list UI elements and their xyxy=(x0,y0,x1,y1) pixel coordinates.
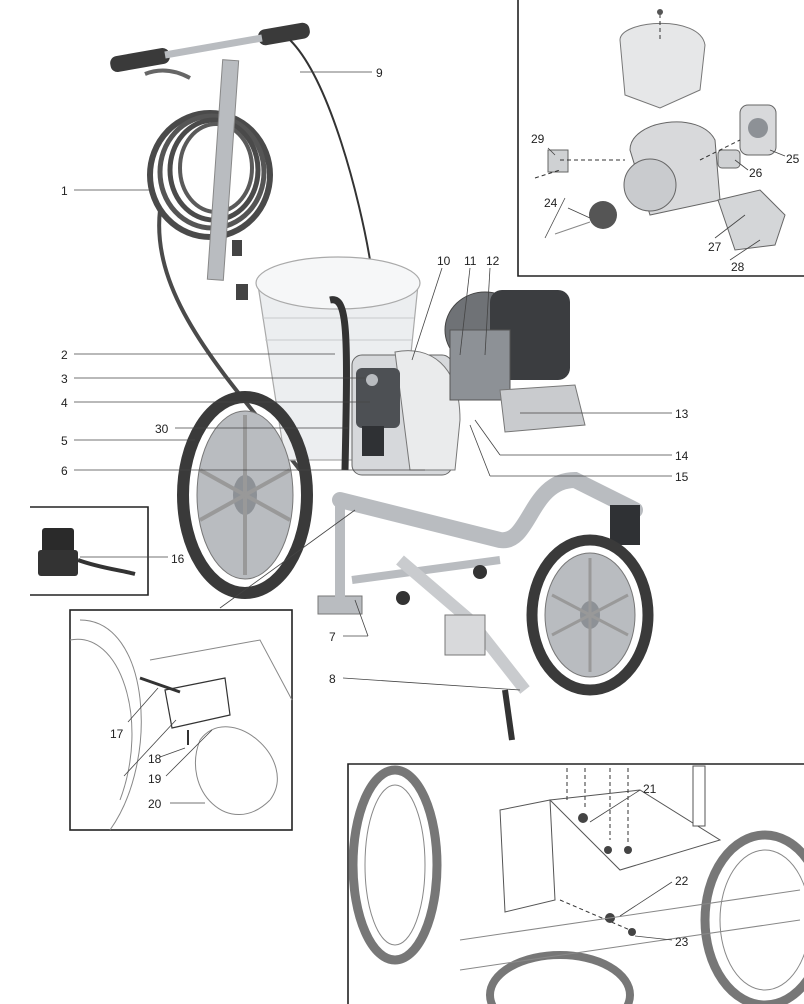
frame-column xyxy=(206,59,248,300)
line-striper-machine xyxy=(110,22,654,741)
callout-14: 14 xyxy=(675,449,689,463)
callout-12: 12 xyxy=(486,254,500,268)
callout-23: 23 xyxy=(675,935,689,949)
engine xyxy=(444,290,586,433)
callout-27: 27 xyxy=(708,240,722,254)
callout-28: 28 xyxy=(731,260,745,274)
callout-25: 25 xyxy=(786,152,800,166)
callout-7: 7 xyxy=(329,630,336,644)
callout-18: 18 xyxy=(148,752,162,766)
callout-10: 10 xyxy=(437,254,451,268)
callout-16: 16 xyxy=(171,552,185,566)
callout-5: 5 xyxy=(61,434,68,448)
callout-3: 3 xyxy=(61,372,68,386)
callout-6: 6 xyxy=(61,464,68,478)
inset-engine-exploded xyxy=(517,0,804,277)
inset-axle-mount xyxy=(347,763,804,1004)
callout-2: 2 xyxy=(61,348,68,362)
lower-frame xyxy=(317,495,530,741)
callout-11: 11 xyxy=(464,254,477,268)
callout-4: 4 xyxy=(61,396,68,410)
leader-lines xyxy=(74,71,786,941)
inset-adapter xyxy=(30,506,149,596)
front-wheel xyxy=(526,534,654,696)
pump-assembly xyxy=(351,350,461,476)
callout-26: 26 xyxy=(749,166,763,180)
callout-30: 30 xyxy=(155,422,169,436)
front-frame-tube xyxy=(332,471,643,549)
inset-bracket xyxy=(69,609,293,831)
callout-20: 20 xyxy=(148,797,162,811)
callout-21: 21 xyxy=(643,782,657,796)
callout-17: 17 xyxy=(110,727,124,741)
gun-cable xyxy=(289,39,371,261)
callout-22: 22 xyxy=(675,874,689,888)
callout-29: 29 xyxy=(531,132,545,146)
callout-1: 1 xyxy=(61,184,68,198)
callout-8: 8 xyxy=(329,672,336,686)
callout-9: 9 xyxy=(376,66,383,80)
callout-15: 15 xyxy=(675,470,689,484)
callout-24: 24 xyxy=(544,196,558,210)
handle-bar xyxy=(110,22,310,80)
callout-13: 13 xyxy=(675,407,689,421)
rear-wheel xyxy=(177,391,313,599)
callout-19: 19 xyxy=(148,772,162,786)
